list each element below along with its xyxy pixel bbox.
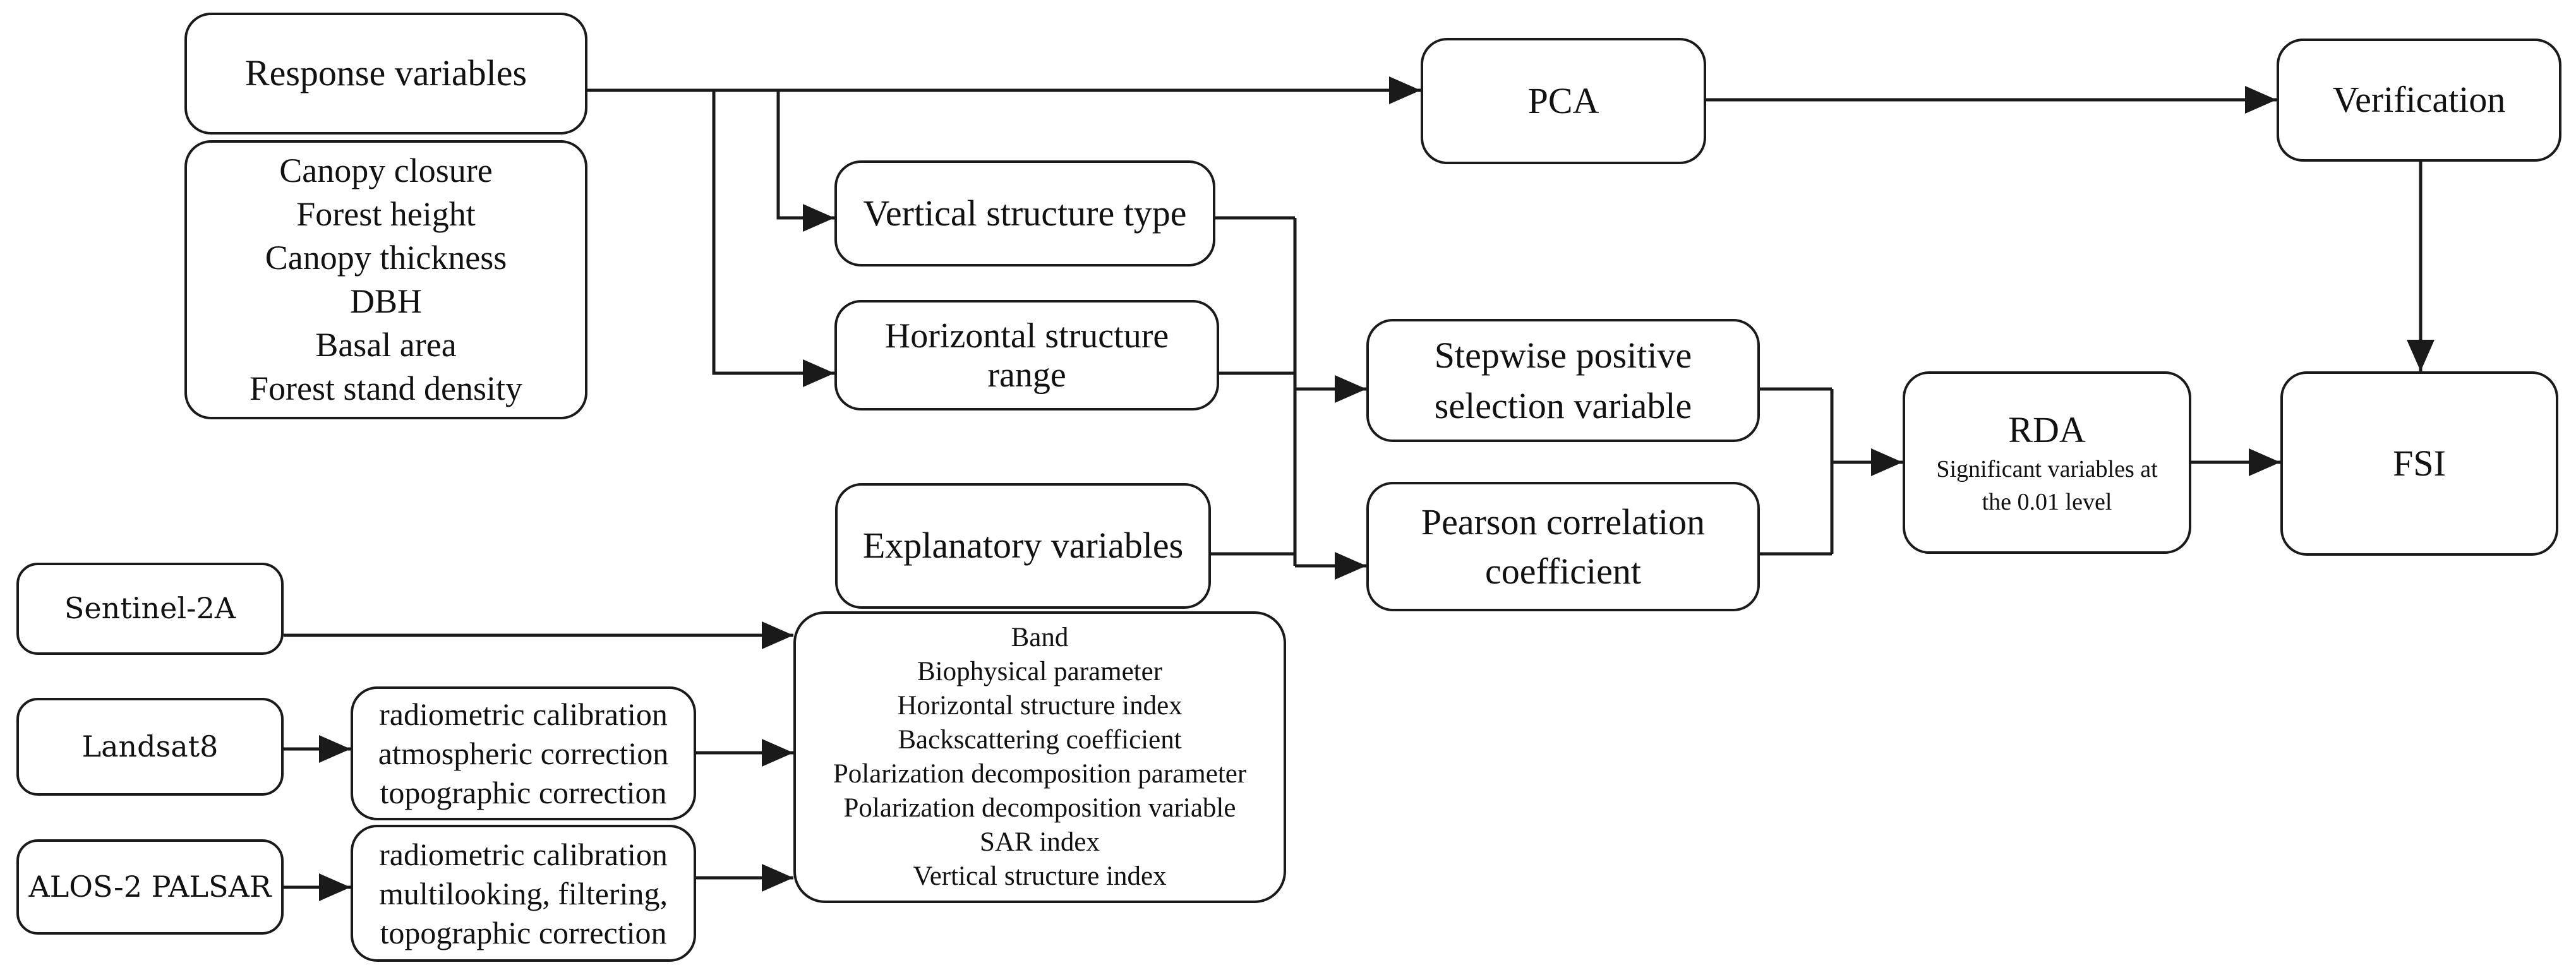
explanatory-variables-label: Explanatory variables	[862, 525, 1184, 566]
rda-box: RDA Significant variables at the 0.01 le…	[1903, 371, 2191, 554]
arrow-response-to-horizontal	[712, 90, 834, 387]
sentinel-2a-label: Sentinel-2A	[64, 591, 236, 626]
preprocessing-step: radiometric calibration	[379, 697, 668, 732]
pearson-line: coefficient	[1485, 550, 1641, 592]
preprocessing-step: topographic correction	[380, 914, 667, 950]
rda-subtitle-line: Significant variables at	[1936, 455, 2158, 482]
horizontal-structure-line: Horizontal structure	[884, 316, 1169, 356]
pearson-correlation-box: Pearson correlation coefficient	[1366, 482, 1760, 611]
vertical-structure-type-box: Vertical structure type	[834, 160, 1215, 266]
rda-subtitle-line: the 0.01 level	[1982, 488, 2112, 515]
alos-2-palsar-box: ALOS-2 PALSAR	[16, 839, 284, 935]
list-item: Forest height	[296, 195, 476, 233]
list-item: SAR index	[980, 827, 1100, 857]
list-item: Band	[1011, 623, 1069, 652]
landsat8-box: Landsat8	[16, 698, 284, 796]
fsi-box: FSI	[2280, 371, 2558, 556]
preprocessing-step: multilooking, filtering,	[379, 875, 668, 911]
rda-title: RDA	[2008, 409, 2086, 450]
response-variables-label: Response variables	[244, 52, 527, 94]
sar-preprocessing-box: radiometric calibration multilooking, fi…	[351, 825, 696, 962]
vertical-structure-type-label: Vertical structure type	[863, 192, 1187, 234]
response-variables-box: Response variables	[184, 13, 587, 135]
verification-label: Verification	[2332, 79, 2506, 121]
explanatory-variables-list: Band Biophysical parameter Horizontal st…	[793, 611, 1286, 903]
list-item: Forest stand density	[250, 369, 522, 407]
list-item: Basal area	[315, 326, 457, 364]
verification-box: Verification	[2277, 39, 2561, 162]
list-item: DBH	[349, 282, 422, 320]
horizontal-structure-range-box: Horizontal structure range	[834, 300, 1219, 410]
list-item: Canopy thickness	[265, 239, 507, 277]
response-variables-list: Canopy closure Forest height Canopy thic…	[184, 140, 587, 419]
fsi-label: FSI	[2393, 442, 2446, 484]
preprocessing-step: atmospheric correction	[378, 736, 669, 771]
list-item: Horizontal structure index	[897, 691, 1183, 721]
horizontal-structure-line: range	[987, 355, 1066, 395]
preprocessing-step: topographic correction	[380, 775, 667, 810]
list-item: Canopy closure	[279, 152, 493, 189]
pearson-line: Pearson correlation	[1421, 501, 1706, 542]
pca-box: PCA	[1421, 38, 1706, 164]
list-item: Backscattering coefficient	[898, 725, 1182, 755]
list-item: Polarization decomposition parameter	[833, 759, 1247, 789]
list-item: Biophysical parameter	[917, 657, 1163, 686]
list-item: Vertical structure index	[913, 861, 1167, 891]
list-item: Polarization decomposition variable	[843, 793, 1236, 823]
sentinel-2a-box: Sentinel-2A	[16, 563, 284, 655]
pca-label: PCA	[1527, 80, 1599, 121]
stepwise-line: Stepwise positive	[1434, 334, 1692, 376]
optical-preprocessing-box: radiometric calibration atmospheric corr…	[351, 686, 696, 820]
preprocessing-step: radiometric calibration	[379, 836, 668, 872]
stepwise-line: selection variable	[1434, 385, 1692, 426]
alos-2-palsar-label: ALOS-2 PALSAR	[28, 869, 272, 904]
explanatory-variables-box: Explanatory variables	[835, 483, 1211, 609]
arrow-response-to-vertical	[776, 90, 834, 232]
stepwise-selection-box: Stepwise positive selection variable	[1366, 319, 1760, 442]
landsat8-label: Landsat8	[81, 729, 219, 763]
